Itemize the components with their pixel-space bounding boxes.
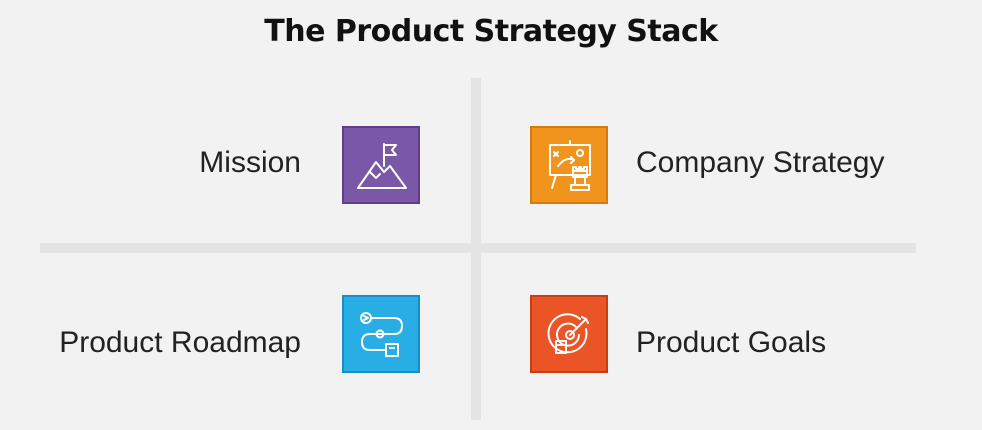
roadmap-path-icon bbox=[360, 312, 403, 357]
mission-tile bbox=[342, 126, 420, 204]
mountain-flag-icon bbox=[357, 143, 407, 189]
quadrant-label-company-strategy: Company Strategy bbox=[636, 146, 885, 179]
target-goal-icon bbox=[547, 313, 589, 354]
company-strategy-tile bbox=[530, 126, 608, 204]
quadrant-label-product-roadmap: Product Roadmap bbox=[59, 326, 301, 359]
page-title: The Product Strategy Stack bbox=[264, 14, 718, 49]
product-goals-tile bbox=[530, 295, 608, 373]
horizontal-divider bbox=[40, 243, 916, 253]
product-roadmap-tile bbox=[342, 295, 420, 373]
quadrant-label-product-goals: Product Goals bbox=[636, 326, 827, 359]
quadrant-label-mission: Mission bbox=[199, 146, 301, 179]
strategy-board-chess-icon bbox=[549, 140, 591, 191]
